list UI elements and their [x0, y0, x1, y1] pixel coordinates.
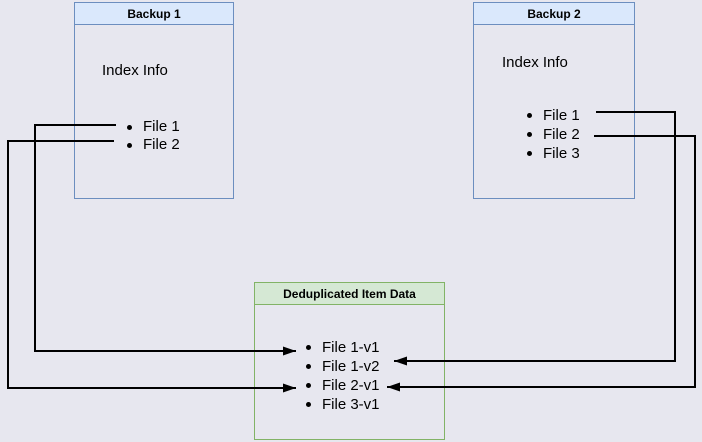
list-item-label: File 2	[543, 126, 580, 143]
list-item-label: File 3	[543, 145, 580, 162]
list-item-label: File 3-v1	[322, 396, 380, 413]
list-item-file2-v1: File 2-v1	[304, 376, 380, 395]
backup2-title: Backup 2	[474, 3, 634, 25]
backup1-title: Backup 1	[75, 3, 233, 25]
bullet-icon	[527, 132, 532, 137]
backup1-box: Backup 1 Index Info File 1 File 2	[74, 2, 234, 199]
dedup-file-list: File 1-v1 File 1-v2 File 2-v1 File 3-v1	[304, 338, 380, 414]
backup2-index-info-label: Index Info	[502, 54, 568, 71]
list-item-file3-v1: File 3-v1	[304, 395, 380, 414]
bullet-icon	[306, 402, 311, 407]
bullet-icon	[306, 383, 311, 388]
deduplicated-item-data-title: Deduplicated Item Data	[255, 283, 444, 305]
backup2-file-list: File 1 File 2 File 3	[525, 106, 580, 163]
backup1-index-info-label: Index Info	[102, 62, 168, 79]
backup2-box: Backup 2 Index Info File 1 File 2 File 3	[473, 2, 635, 199]
bullet-icon	[527, 151, 532, 156]
bullet-icon	[306, 364, 311, 369]
list-item-file2: File 2	[125, 136, 180, 154]
list-item-label: File 2	[143, 136, 180, 153]
list-item-label: File 1-v1	[322, 339, 380, 356]
list-item-file1: File 1	[525, 106, 580, 125]
list-item-file1: File 1	[125, 118, 180, 136]
bullet-icon	[127, 124, 132, 130]
bullet-icon	[127, 142, 132, 148]
backup1-file-list: File 1 File 2	[125, 118, 180, 154]
list-item-file1-v2: File 1-v2	[304, 357, 380, 376]
bullet-icon	[306, 345, 311, 350]
list-item-label: File 2-v1	[322, 377, 380, 394]
list-item-file1-v1: File 1-v1	[304, 338, 380, 357]
list-item-label: File 1-v2	[322, 358, 380, 375]
list-item-label: File 1	[543, 107, 580, 124]
list-item-label: File 1	[143, 118, 180, 135]
bullet-icon	[527, 113, 532, 118]
list-item-file3: File 3	[525, 144, 580, 163]
deduplicated-item-data-box: Deduplicated Item Data File 1-v1 File 1-…	[254, 282, 445, 440]
list-item-file2: File 2	[525, 125, 580, 144]
